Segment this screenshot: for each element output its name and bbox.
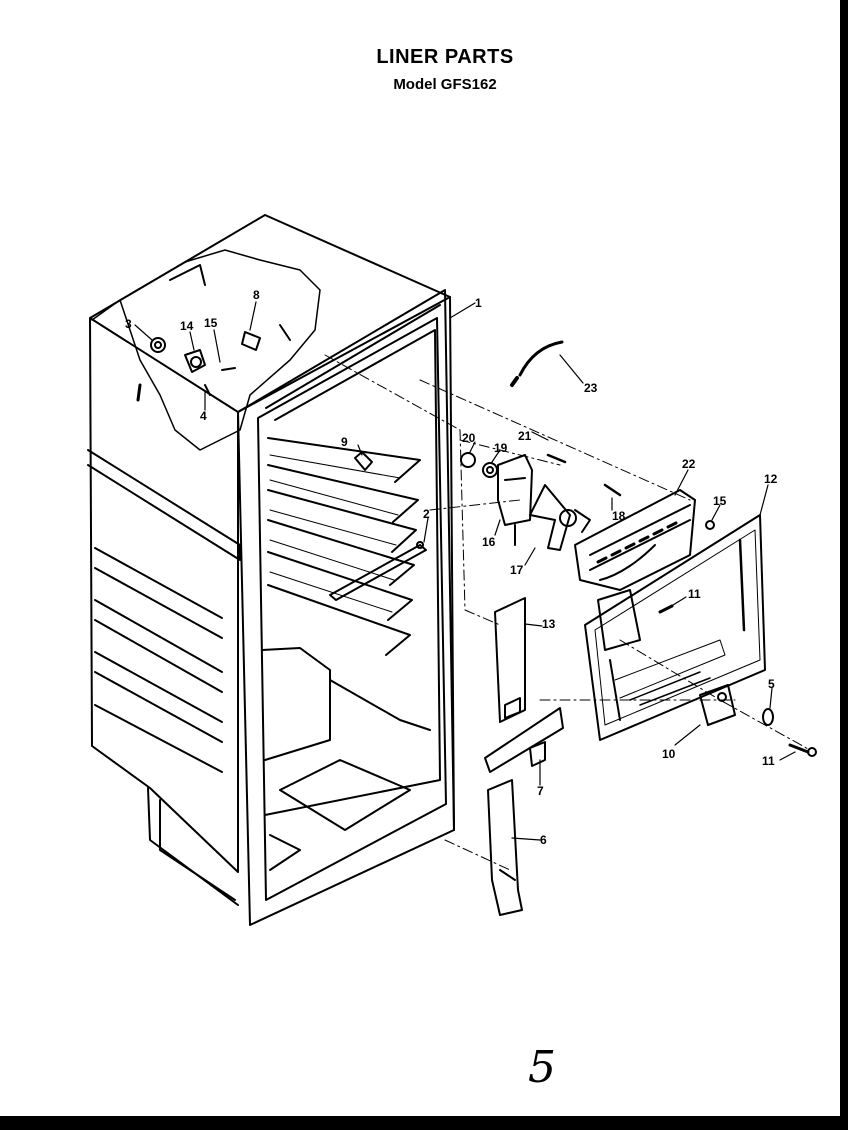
callout-leaders: [134, 301, 796, 841]
air-duct-cover: [574, 489, 715, 591]
callout-18: 18: [612, 509, 626, 523]
interior-parts: [329, 451, 427, 601]
callout-11b: 11: [762, 754, 775, 768]
callout-20: 20: [462, 431, 476, 445]
handwritten-page-mark: 5: [528, 1042, 556, 1093]
callout-2: 2: [423, 507, 430, 521]
callout-10: 10: [662, 747, 676, 761]
callout-4: 4: [200, 409, 207, 423]
control-components: [136, 264, 291, 402]
callout-16: 16: [482, 535, 496, 549]
diagram-subtitle: Model GFS162: [393, 76, 497, 93]
scan-border-bottom: [0, 1116, 848, 1130]
cabinet-liner: [87, 214, 455, 926]
rear-panel: [584, 514, 766, 741]
callout-11a: 11: [688, 587, 701, 601]
callout-15b: 15: [713, 494, 727, 508]
callout-23: 23: [584, 381, 598, 395]
callout-19: 19: [494, 441, 508, 455]
assembly-lines: [324, 354, 811, 871]
callout-5: 5: [768, 677, 775, 691]
callout-6: 6: [540, 833, 547, 847]
callout-14: 14: [180, 319, 194, 333]
wire-harness: [510, 340, 564, 387]
callout-1: 1: [475, 296, 482, 310]
fan-motor-assembly: [460, 452, 622, 551]
callout-13: 13: [542, 617, 556, 631]
diagram-title: LINER PARTS: [376, 46, 514, 68]
duct-panels: [484, 597, 564, 916]
scan-border-right: [840, 0, 848, 1130]
callout-9: 9: [341, 435, 348, 449]
callout-7: 7: [537, 784, 544, 798]
callout-21: 21: [518, 429, 532, 443]
callout-8: 8: [253, 288, 260, 302]
callout-12: 12: [764, 472, 778, 486]
callout-15a: 15: [204, 316, 218, 330]
callout-3: 3: [125, 317, 132, 331]
callout-17: 17: [510, 563, 524, 577]
callout-22: 22: [682, 457, 696, 471]
callout-labels: 1 2 3 4 5 6 7 8 9 10 11 11 12 13 14 15 1…: [125, 288, 778, 847]
